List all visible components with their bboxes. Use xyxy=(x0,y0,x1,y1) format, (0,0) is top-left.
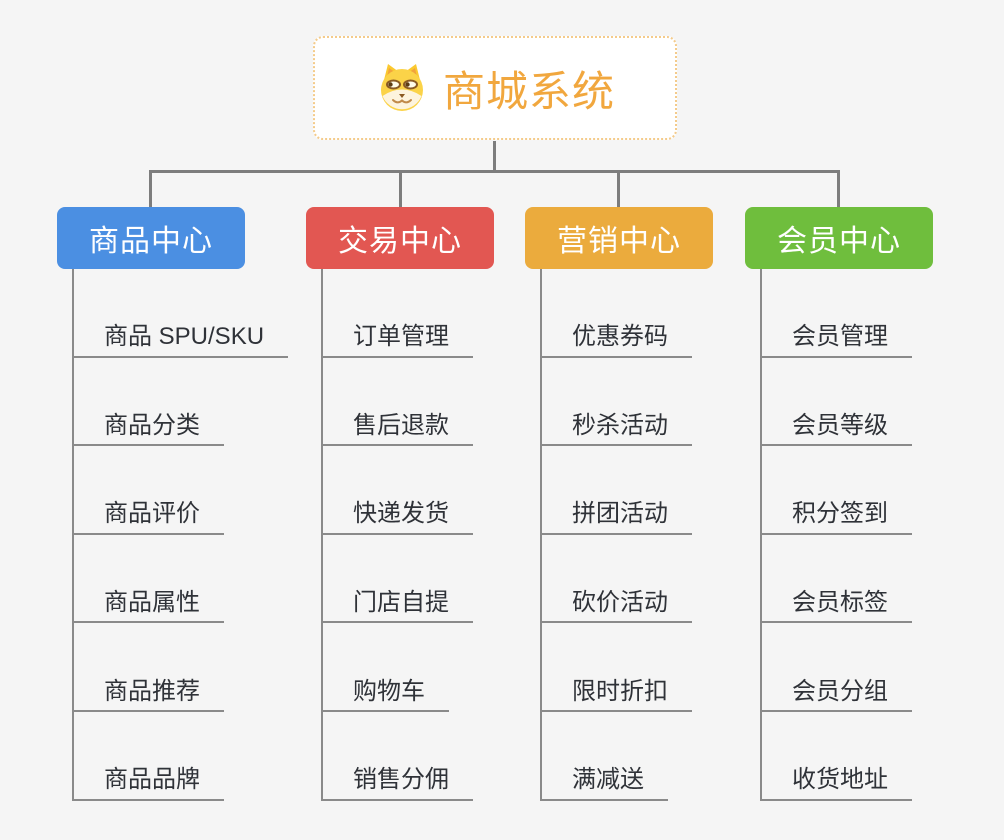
leaf-node[interactable]: 销售分佣 xyxy=(321,712,473,801)
leaf-label: 限时折扣 xyxy=(572,677,668,705)
leaf-label: 会员标签 xyxy=(792,588,888,616)
leaf-node[interactable]: 商品分类 xyxy=(72,358,224,447)
leaf-label: 商品评价 xyxy=(104,500,200,528)
leaf-node[interactable]: 购物车 xyxy=(321,623,449,712)
leaf-node[interactable]: 限时折扣 xyxy=(540,623,692,712)
connector-drop-3 xyxy=(617,170,620,208)
leaf-label: 会员分组 xyxy=(792,677,888,705)
branch-member-center: 会员中心 会员管理 会员等级 积分签到 会员标签 会员分组 收货地址 xyxy=(745,207,933,801)
leaf-node[interactable]: 订单管理 xyxy=(321,269,473,358)
connector-root-stub xyxy=(493,141,496,172)
leaf-node[interactable]: 会员等级 xyxy=(760,358,912,447)
branch-leaves: 订单管理 售后退款 快递发货 门店自提 购物车 销售分佣 xyxy=(321,269,473,801)
leaf-node[interactable]: 商品 SPU/SKU xyxy=(72,269,289,358)
leaf-node[interactable]: 会员标签 xyxy=(760,535,912,624)
branch-leaves: 优惠券码 秒杀活动 拼团活动 砍价活动 限时折扣 满减送 xyxy=(540,269,692,801)
leaf-label: 会员等级 xyxy=(792,411,888,439)
branch-node-member-center[interactable]: 会员中心 xyxy=(745,207,933,269)
leaf-label: 积分签到 xyxy=(792,500,888,528)
branch-trade-center: 交易中心 订单管理 售后退款 快递发货 门店自提 购物车 销售分佣 xyxy=(306,207,494,801)
connector-drop-1 xyxy=(149,170,152,208)
leaf-node[interactable]: 砍价活动 xyxy=(540,535,692,624)
leaf-label: 商品推荐 xyxy=(104,677,200,705)
leaf-label: 商品属性 xyxy=(104,588,200,616)
leaf-node[interactable]: 商品属性 xyxy=(72,535,224,624)
leaf-node[interactable]: 会员分组 xyxy=(760,623,912,712)
branch-node-marketing-center[interactable]: 营销中心 xyxy=(525,207,713,269)
leaf-label: 商品 SPU/SKU xyxy=(104,323,265,351)
leaf-node[interactable]: 积分签到 xyxy=(760,446,912,535)
leaf-label: 拼团活动 xyxy=(572,500,668,528)
leaf-node[interactable]: 收货地址 xyxy=(760,712,912,801)
leaf-node[interactable]: 满减送 xyxy=(540,712,668,801)
leaf-label: 砍价活动 xyxy=(572,588,668,616)
leaf-node[interactable]: 快递发货 xyxy=(321,446,473,535)
leaf-label: 快递发货 xyxy=(353,500,449,528)
shiba-dog-icon xyxy=(380,64,423,111)
leaf-label: 购物车 xyxy=(353,677,425,705)
branch-node-trade-center[interactable]: 交易中心 xyxy=(306,207,494,269)
leaf-node[interactable]: 商品品牌 xyxy=(72,712,224,801)
leaf-node[interactable]: 商品推荐 xyxy=(72,623,224,712)
connector-drop-2 xyxy=(399,170,402,208)
leaf-node[interactable]: 会员管理 xyxy=(760,269,912,358)
connector-drop-4 xyxy=(837,170,840,208)
leaf-label: 会员管理 xyxy=(792,323,888,351)
leaf-label: 商品品牌 xyxy=(104,766,200,794)
branch-node-product-center[interactable]: 商品中心 xyxy=(57,207,245,269)
branch-leaves: 会员管理 会员等级 积分签到 会员标签 会员分组 收货地址 xyxy=(760,269,912,801)
leaf-label: 门店自提 xyxy=(353,588,449,616)
leaf-node[interactable]: 门店自提 xyxy=(321,535,473,624)
root-node[interactable]: 商城系统 xyxy=(313,36,677,140)
leaf-label: 优惠券码 xyxy=(572,323,668,351)
connector-rail xyxy=(149,170,840,173)
leaf-label: 订单管理 xyxy=(353,323,449,351)
branch-marketing-center: 营销中心 优惠券码 秒杀活动 拼团活动 砍价活动 限时折扣 满减送 xyxy=(525,207,713,801)
branch-leaves: 商品 SPU/SKU 商品分类 商品评价 商品属性 商品推荐 商品品牌 xyxy=(72,269,289,801)
root-title: 商城系统 xyxy=(442,67,615,115)
leaf-label: 售后退款 xyxy=(353,411,449,439)
branch-product-center: 商品中心 商品 SPU/SKU 商品分类 商品评价 商品属性 商品推荐 商品品牌 xyxy=(57,207,289,801)
leaf-label: 销售分佣 xyxy=(353,766,449,794)
leaf-node[interactable]: 秒杀活动 xyxy=(540,358,692,447)
leaf-node[interactable]: 拼团活动 xyxy=(540,446,692,535)
leaf-node[interactable]: 优惠券码 xyxy=(540,269,692,358)
leaf-label: 商品分类 xyxy=(104,411,200,439)
leaf-label: 满减送 xyxy=(572,766,644,794)
leaf-label: 收货地址 xyxy=(792,766,888,794)
leaf-node[interactable]: 商品评价 xyxy=(72,446,224,535)
leaf-node[interactable]: 售后退款 xyxy=(321,358,473,447)
leaf-label: 秒杀活动 xyxy=(572,411,668,439)
